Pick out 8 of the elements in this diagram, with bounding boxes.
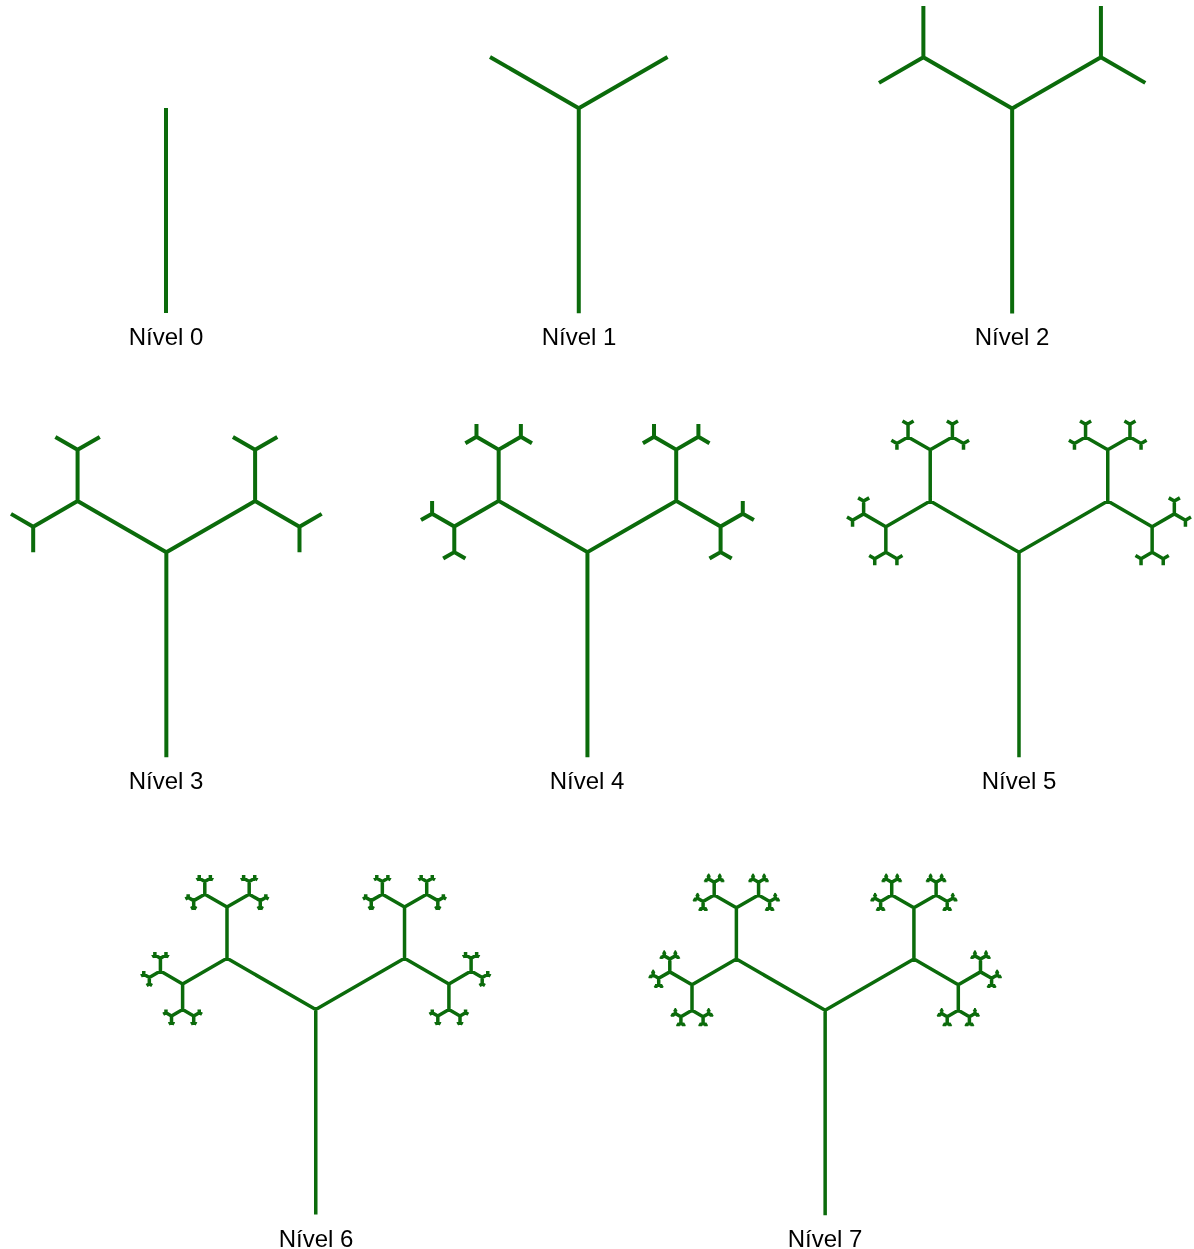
- level-label: Nível 0: [128, 323, 204, 351]
- level-label: Nível 6: [278, 1225, 354, 1249]
- level-label: Nível 7: [787, 1225, 863, 1249]
- level-label: Nível 1: [541, 323, 617, 351]
- level-label: Nível 3: [128, 767, 204, 795]
- level-label: Nível 4: [549, 767, 625, 795]
- level-label: Nível 5: [981, 767, 1057, 795]
- level-label: Nível 2: [974, 323, 1050, 351]
